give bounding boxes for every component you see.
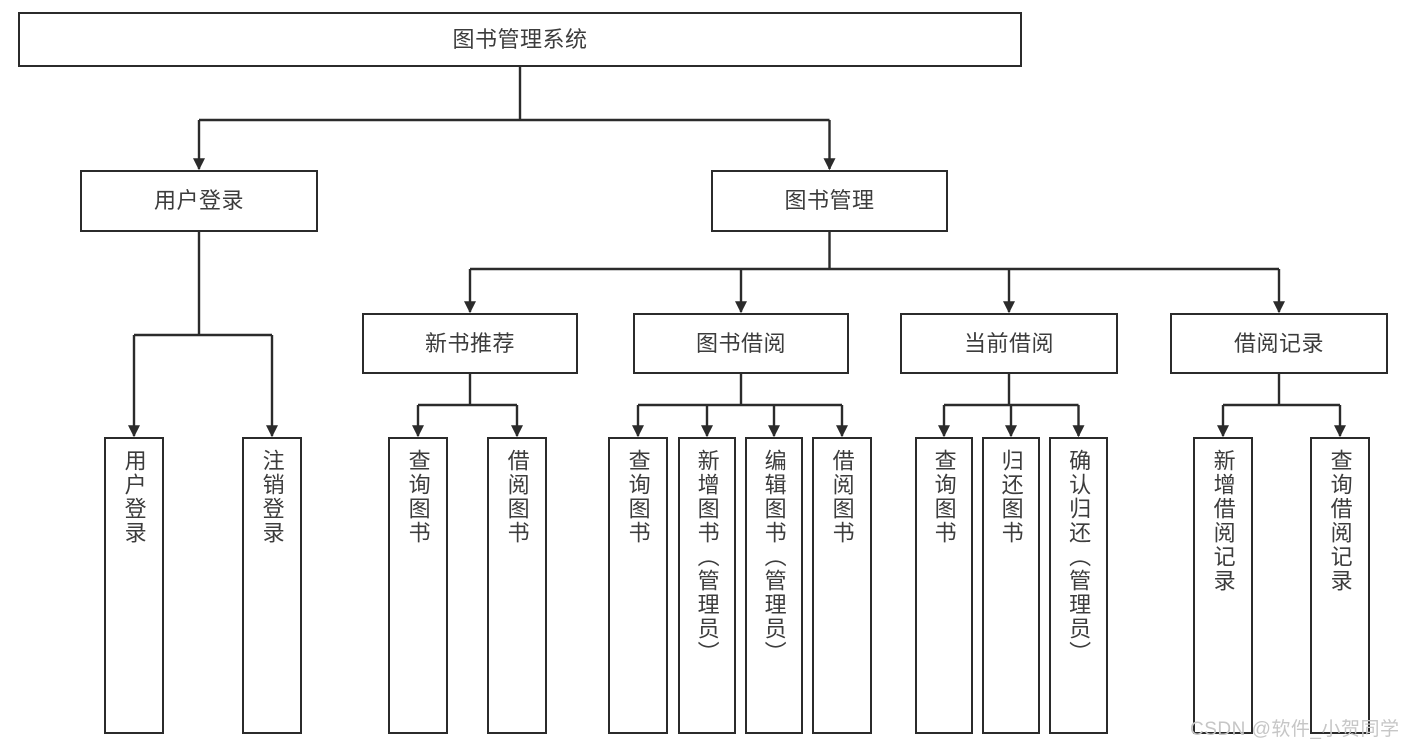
node-current[interactable]: 当前借阅 (900, 313, 1118, 374)
node-label: 用户登录 (153, 188, 244, 214)
connector-lines (128, 67, 1346, 438)
node-label: 图书借阅 (695, 330, 786, 356)
node-cur-return[interactable]: 归还图书 (982, 437, 1040, 734)
node-bookmgmt[interactable]: 图书管理 (711, 170, 948, 232)
node-bk-borrow[interactable]: 借阅图书 (812, 437, 872, 734)
node-label: 借阅图书 (504, 449, 530, 545)
node-bk-edit[interactable]: 编辑图书（管理员） (745, 437, 803, 734)
node-nb-borrow[interactable]: 借阅图书 (487, 437, 547, 734)
node-label: 当前借阅 (963, 330, 1054, 356)
node-rec-query[interactable]: 查询借阅记录 (1310, 437, 1370, 734)
node-label: 注销登录 (259, 449, 285, 545)
node-label: 查询借阅记录 (1327, 449, 1353, 593)
node-label: 新书推荐 (424, 330, 515, 356)
node-cur-query[interactable]: 查询图书 (915, 437, 973, 734)
node-bk-add[interactable]: 新增图书（管理员） (678, 437, 736, 734)
node-borrow[interactable]: 图书借阅 (633, 313, 849, 374)
node-rec-add[interactable]: 新增借阅记录 (1193, 437, 1253, 734)
node-label: 图书管理系统 (452, 26, 588, 52)
node-label: 图书管理 (784, 188, 875, 214)
node-label: 借阅图书 (829, 449, 855, 545)
node-label: 查询图书 (931, 449, 957, 545)
node-root[interactable]: 图书管理系统 (18, 12, 1022, 67)
node-cur-confirm[interactable]: 确认归还（管理员） (1049, 437, 1108, 734)
node-label: 查询图书 (405, 449, 431, 545)
node-label: 查询图书 (625, 449, 651, 545)
node-bk-query[interactable]: 查询图书 (608, 437, 668, 734)
node-label: 编辑图书（管理员） (761, 449, 787, 665)
node-label: 确认归还（管理员） (1066, 449, 1092, 665)
node-records[interactable]: 借阅记录 (1170, 313, 1388, 374)
node-login-out[interactable]: 注销登录 (242, 437, 302, 734)
node-login-in[interactable]: 用户登录 (104, 437, 164, 734)
node-login[interactable]: 用户登录 (80, 170, 318, 232)
node-nb-query[interactable]: 查询图书 (388, 437, 448, 734)
node-label: 新增借阅记录 (1210, 449, 1236, 593)
node-label: 借阅记录 (1233, 330, 1324, 356)
node-label: 归还图书 (998, 449, 1024, 545)
node-label: 用户登录 (121, 449, 147, 545)
node-newbook[interactable]: 新书推荐 (362, 313, 578, 374)
node-label: 新增图书（管理员） (694, 449, 720, 665)
